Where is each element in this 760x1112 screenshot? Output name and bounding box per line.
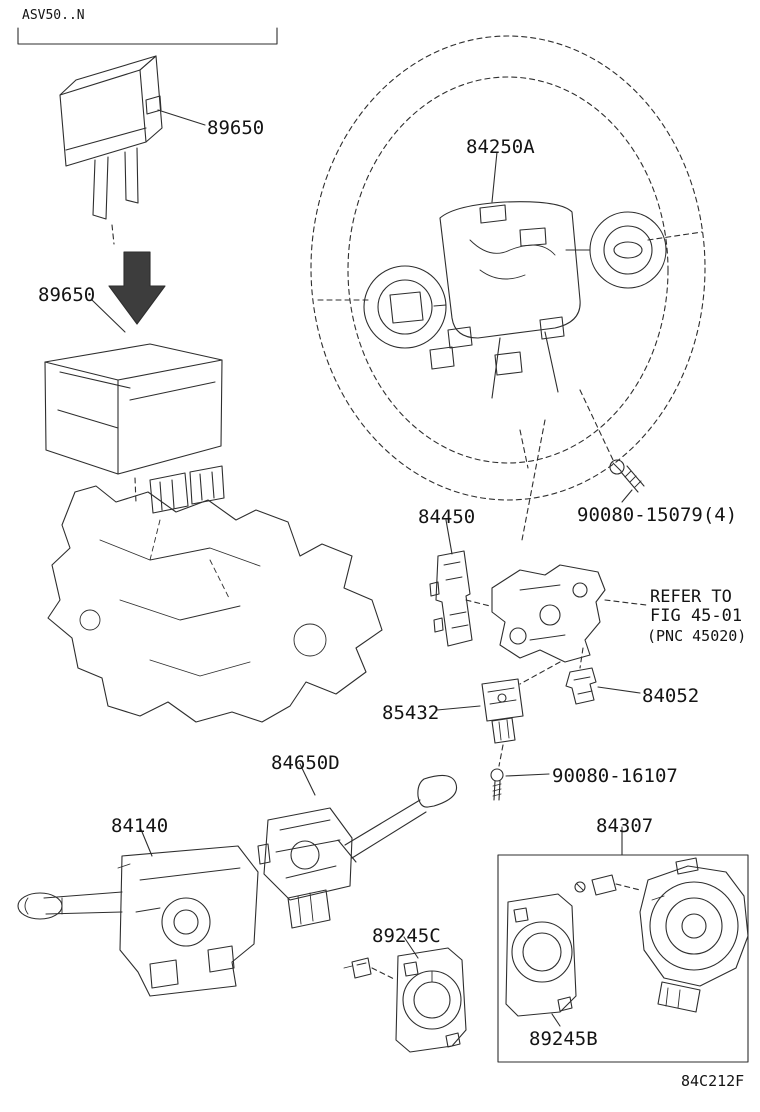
part-label-90080-16107: 90080-16107 xyxy=(552,765,678,787)
part-label-89650-installed: 89650 xyxy=(38,284,96,306)
clip-drawing xyxy=(574,874,641,896)
column-bracket-drawing xyxy=(491,564,647,685)
down-arrow xyxy=(108,251,166,325)
sensor-89245c-drawing xyxy=(343,947,467,1053)
part-label-85432: 85432 xyxy=(382,702,440,724)
part-label-84052: 84052 xyxy=(642,685,700,707)
part-label-84650d: 84650D xyxy=(271,752,340,774)
refer-note-line2: FIG 45-01 xyxy=(650,606,743,626)
grommet-84052-drawing xyxy=(565,667,597,705)
part-label-89245c: 89245C xyxy=(372,925,441,947)
part-label-84307: 84307 xyxy=(596,815,654,837)
sensor-89245b-drawing xyxy=(505,893,577,1017)
screw-90080-16107-drawing xyxy=(490,768,504,801)
leader-lines xyxy=(91,109,641,1027)
part-label-84140: 84140 xyxy=(111,815,169,837)
headlight-switch-drawing xyxy=(17,845,259,997)
part-label-84450: 84450 xyxy=(418,506,476,528)
figure-code-label: 84C212F xyxy=(681,1072,745,1090)
model-code-label: ASV50..N xyxy=(22,8,85,23)
part-label-89650-top: 89650 xyxy=(207,117,265,139)
wiper-switch-drawing xyxy=(257,774,458,929)
parts-box-84307 xyxy=(497,854,749,1063)
screw-90080-15079-drawing xyxy=(609,459,645,493)
part-label-90080-15079: 90080-15079(4) xyxy=(577,504,738,526)
bracket-84450-drawing xyxy=(429,550,491,647)
switch-85432-drawing xyxy=(481,678,524,767)
part-label-89245b: 89245B xyxy=(529,1028,598,1050)
scope-bracket xyxy=(17,27,278,45)
ecu-module-installed-drawing xyxy=(44,343,225,514)
steering-wheel-drawing xyxy=(310,35,706,541)
engine-block-drawing xyxy=(47,485,383,723)
refer-note-line1: REFER TO xyxy=(650,587,732,607)
part-label-84250a: 84250A xyxy=(466,136,535,158)
spiral-cable-drawing xyxy=(639,857,749,1013)
refer-note-line3: (PNC 45020) xyxy=(647,627,747,645)
ecu-module-top-drawing xyxy=(59,55,163,245)
